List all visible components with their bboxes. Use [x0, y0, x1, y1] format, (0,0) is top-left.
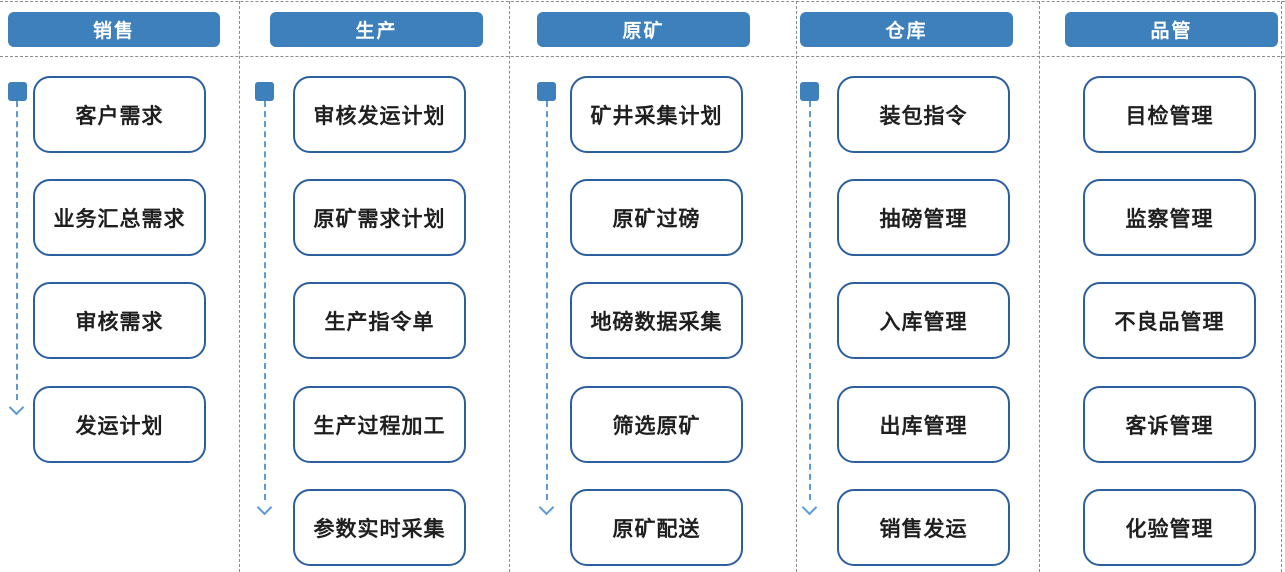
process-box-production-3: 生产指令单 — [293, 282, 466, 359]
process-box-sales-4: 发运计划 — [33, 386, 206, 463]
flow-arrow-sales — [16, 101, 18, 400]
process-box-warehouse-4: 出库管理 — [837, 386, 1010, 463]
flow-start-marker-production — [255, 82, 274, 101]
lane-header-sales: 销售 — [8, 12, 220, 47]
lane-divider — [1281, 1, 1282, 572]
arrow-down-icon — [256, 499, 273, 516]
process-box-warehouse-2: 抽磅管理 — [837, 179, 1010, 256]
flow-start-marker-raw-ore — [537, 82, 556, 101]
header-divider — [0, 56, 1285, 57]
process-box-quality-2: 监察管理 — [1083, 179, 1256, 256]
process-box-raw-ore-3: 地磅数据采集 — [570, 282, 743, 359]
process-box-sales-1: 客户需求 — [33, 76, 206, 153]
process-box-raw-ore-5: 原矿配送 — [570, 489, 743, 566]
process-box-quality-3: 不良品管理 — [1083, 282, 1256, 359]
arrow-down-icon — [8, 399, 25, 416]
process-box-production-5: 参数实时采集 — [293, 489, 466, 566]
process-box-raw-ore-2: 原矿过磅 — [570, 179, 743, 256]
lane-divider — [796, 1, 797, 572]
lane-header-raw-ore: 原矿 — [537, 12, 750, 47]
process-box-production-4: 生产过程加工 — [293, 386, 466, 463]
arrow-down-icon — [538, 499, 555, 516]
flow-arrow-production — [264, 101, 266, 500]
process-box-raw-ore-1: 矿井采集计划 — [570, 76, 743, 153]
lane-divider — [1039, 1, 1040, 572]
lane-header-quality: 品管 — [1065, 12, 1278, 47]
process-box-warehouse-3: 入库管理 — [837, 282, 1010, 359]
process-box-quality-5: 化验管理 — [1083, 489, 1256, 566]
flow-start-marker-warehouse — [800, 82, 819, 101]
process-box-production-1: 审核发运计划 — [293, 76, 466, 153]
arrow-down-icon — [801, 499, 818, 516]
process-box-warehouse-5: 销售发运 — [837, 489, 1010, 566]
lane-divider — [239, 1, 240, 572]
flow-arrow-raw-ore — [546, 101, 548, 500]
lane-header-warehouse: 仓库 — [800, 12, 1013, 47]
flow-start-marker-sales — [8, 82, 27, 101]
process-box-production-2: 原矿需求计划 — [293, 179, 466, 256]
process-box-sales-2: 业务汇总需求 — [33, 179, 206, 256]
process-box-quality-4: 客诉管理 — [1083, 386, 1256, 463]
top-divider — [0, 1, 1285, 2]
lane-divider — [509, 1, 510, 572]
flow-arrow-warehouse — [809, 101, 811, 500]
process-box-quality-1: 目检管理 — [1083, 76, 1256, 153]
process-box-sales-3: 审核需求 — [33, 282, 206, 359]
process-box-raw-ore-4: 筛选原矿 — [570, 386, 743, 463]
lane-header-production: 生产 — [270, 12, 483, 47]
process-box-warehouse-1: 装包指令 — [837, 76, 1010, 153]
